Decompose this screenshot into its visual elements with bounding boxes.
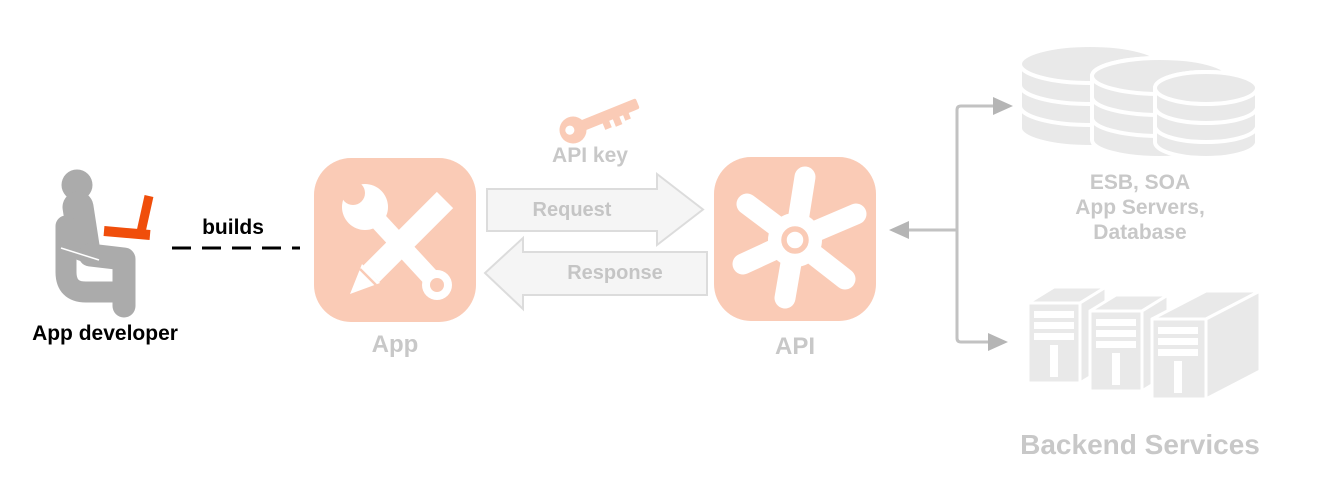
developer-caption: App developer [32, 322, 178, 345]
arrowhead-to-api-icon [889, 221, 909, 239]
response-arrow-shape [483, 235, 708, 312]
backend-db-caption: ESB, SOA App Servers, Database [1040, 170, 1240, 245]
app-node-caption: App [371, 331, 419, 358]
response-arrow-label: Response [567, 262, 663, 284]
request-arrow-label: Request [532, 199, 612, 221]
backend-branch-line [955, 104, 993, 344]
key-icon [559, 98, 640, 144]
backend-services-caption: Backend Services [1020, 429, 1260, 460]
app-node-tile [314, 158, 476, 322]
api-node-caption: API [774, 333, 815, 360]
seated-developer-icon [55, 169, 154, 318]
request-arrow-shape [486, 171, 705, 248]
arrowhead-to-db-icon [993, 97, 1013, 115]
builds-label: builds [202, 216, 264, 239]
server-towers-icon [1026, 285, 1262, 401]
wrench-pencil-icon [341, 181, 454, 300]
api-key-label: API key [552, 144, 628, 167]
backend-db-caption-line2: App Servers, [1075, 196, 1205, 219]
arrowhead-to-servers-icon [988, 333, 1008, 351]
database-stack-icon [1018, 43, 1259, 160]
api-node-tile [714, 157, 876, 321]
backend-db-caption-line3: Database [1093, 221, 1187, 244]
api-spark-icon [732, 166, 867, 309]
backend-db-caption-line1: ESB, SOA [1089, 171, 1191, 194]
